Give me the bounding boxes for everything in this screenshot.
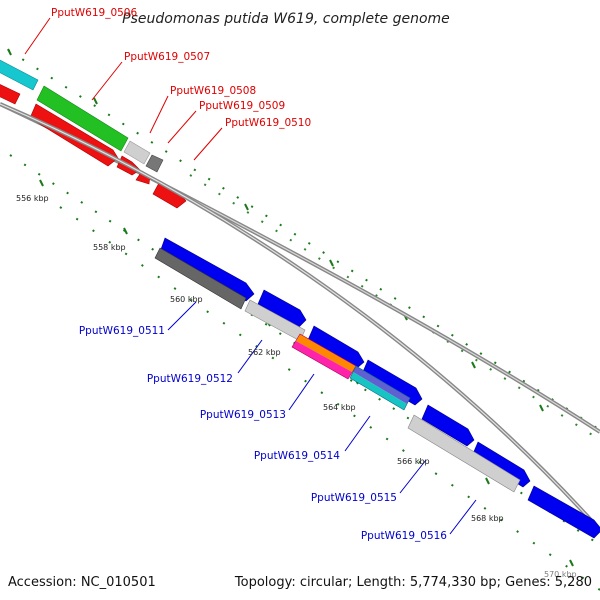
map-title: Pseudomonas putida W619, complete genome bbox=[122, 11, 450, 27]
forward-genes bbox=[159, 237, 600, 539]
gene-label[interactable]: PputW619_0510 bbox=[225, 117, 311, 129]
topology-summary: Topology: circular; Length: 5,774,330 bp… bbox=[234, 575, 592, 590]
top-label-leaders bbox=[24, 17, 223, 161]
gene-label[interactable]: PputW619_0515 bbox=[311, 492, 397, 504]
accession-text: Accession: NC_010501 bbox=[8, 575, 156, 590]
gene-0514 bbox=[349, 365, 411, 411]
kbp-markers: 556 kbp 558 kbp 560 kbp 562 kbp 564 kbp … bbox=[16, 194, 577, 579]
bottom-gene-labels: PputW619_0511 PputW619_0512 PputW619_051… bbox=[79, 325, 447, 542]
kbp-label: 562 kbp bbox=[248, 348, 281, 357]
top-gene-labels: PputW619_0506 PputW619_0507 PputW619_050… bbox=[51, 7, 311, 129]
gene-0506 bbox=[0, 59, 39, 91]
gene-label[interactable]: PputW619_0507 bbox=[124, 51, 210, 63]
tick-row-outer bbox=[7, 49, 600, 431]
gene-label[interactable]: PputW619_0514 bbox=[254, 450, 340, 462]
gene-0515 bbox=[407, 414, 521, 493]
blue-gene-5 bbox=[421, 404, 475, 447]
kbp-label: 560 kbp bbox=[170, 295, 203, 304]
gene-label[interactable]: PputW619_0512 bbox=[147, 373, 233, 385]
kbp-label: 564 kbp bbox=[323, 403, 356, 412]
gene-label[interactable]: PputW619_0508 bbox=[170, 85, 256, 97]
kbp-label: 558 kbp bbox=[93, 243, 126, 252]
kbp-label: 556 kbp bbox=[16, 194, 49, 203]
gene-0509 bbox=[145, 154, 164, 173]
top-genes bbox=[0, 59, 187, 209]
blue-gene-3 bbox=[307, 325, 365, 369]
kbp-label: 568 kbp bbox=[471, 514, 504, 523]
gene-0511 bbox=[154, 247, 247, 310]
backbone-lower bbox=[0, 102, 600, 532]
kbp-label: 566 kbp bbox=[397, 457, 430, 466]
kbp-label-faded: 570 kbp bbox=[544, 570, 577, 579]
gene-label[interactable]: PputW619_0516 bbox=[361, 530, 447, 542]
inner-genes bbox=[154, 247, 521, 493]
gene-label[interactable]: PputW619_0509 bbox=[199, 100, 285, 112]
gene-label[interactable]: PputW619_0511 bbox=[79, 325, 165, 337]
gene-0507 bbox=[36, 85, 129, 152]
bottom-label-leaders bbox=[167, 301, 477, 535]
gene-0508 bbox=[123, 140, 151, 165]
gene-label[interactable]: PputW619_0506 bbox=[51, 7, 137, 19]
blue-gene-2 bbox=[257, 289, 307, 328]
tick-row-bottom bbox=[59, 206, 600, 591]
gene-0513 bbox=[291, 333, 357, 380]
gene-label[interactable]: PputW619_0513 bbox=[200, 409, 286, 421]
red-gene-1 bbox=[0, 84, 21, 105]
blue-gene-7 bbox=[527, 485, 600, 539]
